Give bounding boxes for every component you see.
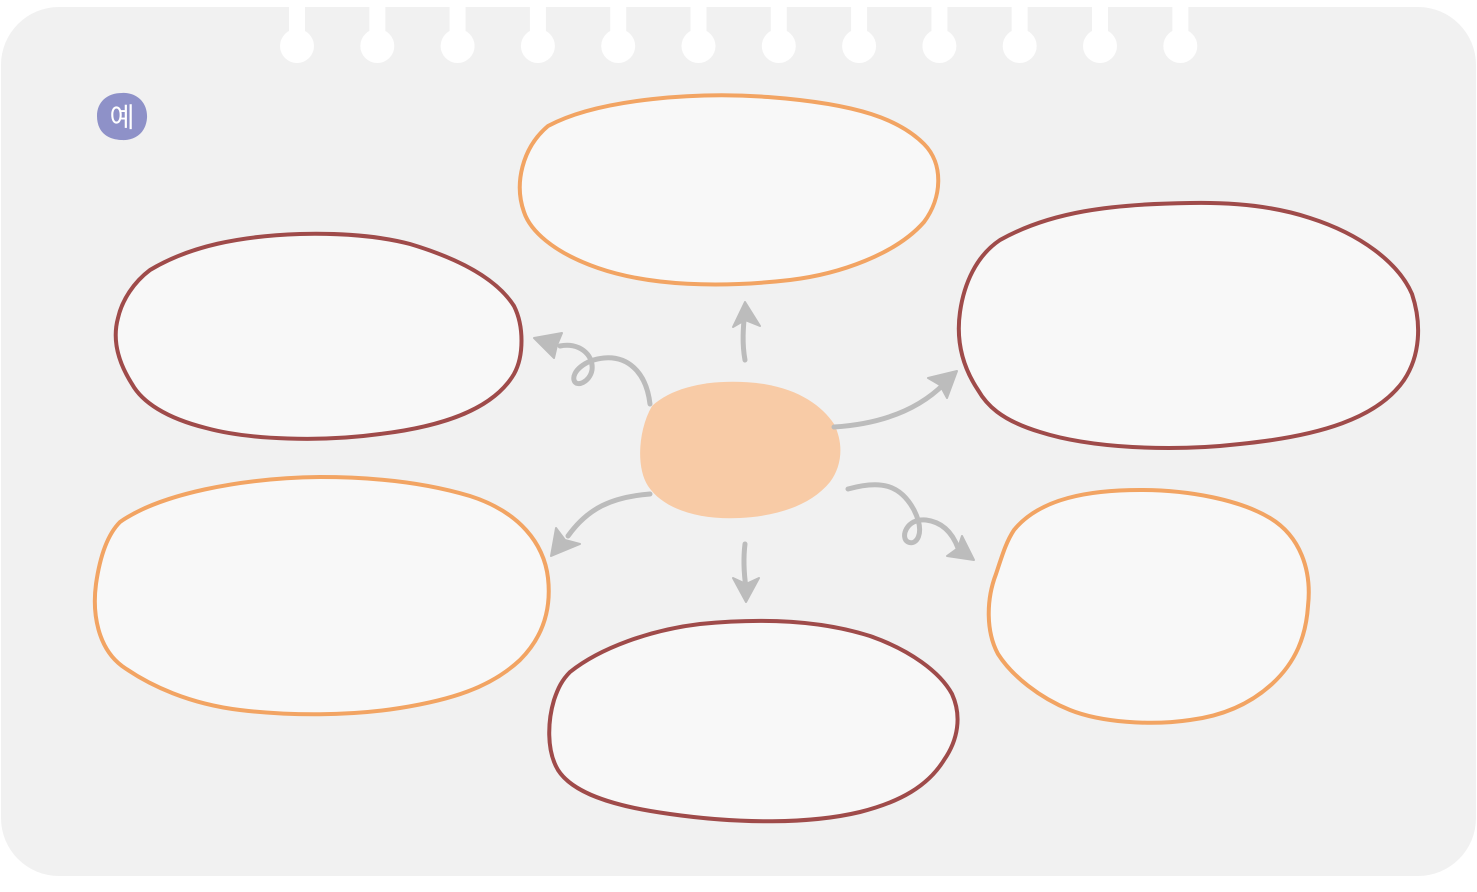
hand-drawn-arrow-icon	[946, 535, 975, 561]
bubble-upper-left	[113, 231, 524, 441]
arrow-to-lower-left	[550, 491, 653, 557]
bubble-top	[517, 93, 941, 287]
hand-drawn-arrow-icon	[927, 370, 958, 399]
example-badge: 예	[97, 92, 148, 141]
arrow-to-lower-left-line	[565, 491, 653, 539]
arrow-to-upper-right-line	[831, 381, 947, 430]
binder-ring-icon	[1083, 0, 1117, 63]
arrow-to-lower-right-line	[845, 482, 961, 551]
hand-drawn-arrow-icon	[550, 527, 581, 557]
binder-ring-hole	[922, 29, 957, 63]
bubble-lower-right	[986, 487, 1311, 725]
arrow-to-bottom	[732, 541, 760, 603]
binder-ring-icon	[280, 0, 314, 63]
hand-drawn-arrow-icon	[533, 332, 563, 359]
binder-ring-hole	[1083, 29, 1117, 63]
binder-ring-hole	[681, 29, 716, 63]
bubble-bottom-shape	[547, 618, 960, 824]
binder-ring-hole	[601, 29, 636, 63]
binder-ring-icon	[922, 0, 957, 63]
binder-rings	[280, 0, 1198, 63]
arrow-to-lower-right	[845, 482, 975, 561]
bubble-top-shape	[517, 93, 941, 287]
arrow-to-top	[732, 301, 761, 363]
binder-ring-hole	[842, 29, 877, 63]
arrow-to-upper-right	[831, 370, 958, 430]
bubble-upper-right-shape	[956, 200, 1421, 450]
bubble-lower-left-shape	[92, 474, 551, 717]
binder-ring-icon	[440, 0, 475, 63]
binder-ring-hole	[440, 29, 475, 63]
binder-ring-hole	[761, 29, 796, 63]
binder-ring-icon	[1163, 0, 1198, 63]
binder-ring-hole	[1002, 29, 1037, 63]
binder-ring-hole	[280, 29, 314, 63]
binder-ring-icon	[681, 0, 716, 63]
hand-drawn-arrow-icon	[732, 301, 761, 328]
arrow-to-upper-left	[533, 332, 653, 407]
binder-ring-hole	[520, 29, 555, 63]
binder-ring-hole	[360, 29, 395, 63]
bubble-upper-left-shape	[113, 231, 524, 441]
bubble-lower-left	[92, 474, 551, 717]
bubble-bottom	[547, 618, 960, 824]
badge-blob	[97, 92, 148, 141]
arrow-to-bottom-line	[741, 541, 749, 591]
bubble-lower-right-shape	[986, 487, 1311, 725]
bubble-upper-right	[956, 200, 1421, 450]
arrow-to-upper-left-line	[557, 342, 653, 407]
binder-ring-icon	[601, 0, 636, 63]
binder-ring-icon	[1002, 0, 1037, 63]
badge-label: 예	[110, 103, 135, 134]
center-bubble-shape	[640, 381, 841, 519]
binder-ring-icon	[520, 0, 555, 63]
center-bubble	[640, 381, 841, 519]
binder-ring-icon	[761, 0, 796, 63]
binder-ring-icon	[842, 0, 877, 63]
binder-ring-icon	[360, 0, 395, 63]
binder-ring-hole	[1163, 29, 1198, 63]
hand-drawn-arrow-icon	[732, 577, 760, 603]
